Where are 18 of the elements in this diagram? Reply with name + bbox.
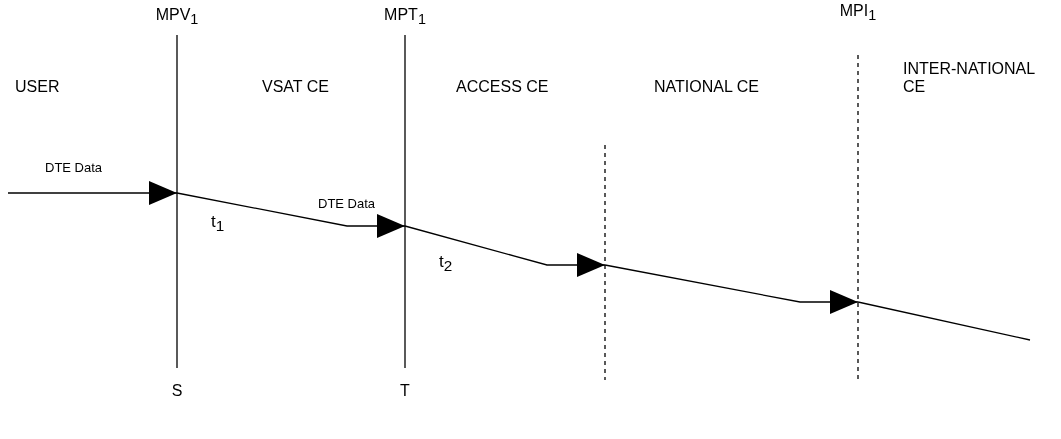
reference-point-label: MPI$_{1}$ <box>838 2 878 24</box>
time-label: t$_{1}$ <box>211 212 225 236</box>
zone-label: VSAT CE <box>262 78 330 96</box>
interface-label: T <box>399 382 411 400</box>
zone-label: ACCESS CE <box>456 78 550 96</box>
zone-label: INTER-NATIONAL CE <box>903 60 1036 96</box>
arrow <box>176 192 406 238</box>
reference-point-label: MPT$_{1}$ <box>383 6 427 28</box>
time-label: t$_{2}$ <box>439 252 453 276</box>
edge-label: DTE Data <box>318 196 376 211</box>
arrow <box>604 264 859 314</box>
interface-label: S <box>170 382 184 400</box>
edge-label: DTE Data <box>45 160 103 175</box>
zone-label: USER <box>15 78 61 96</box>
reference-point-label: MPV$_{1}$ <box>154 6 200 28</box>
zone-label: NATIONAL CE <box>654 78 760 96</box>
arrow <box>404 225 606 277</box>
arrow <box>7 181 178 205</box>
